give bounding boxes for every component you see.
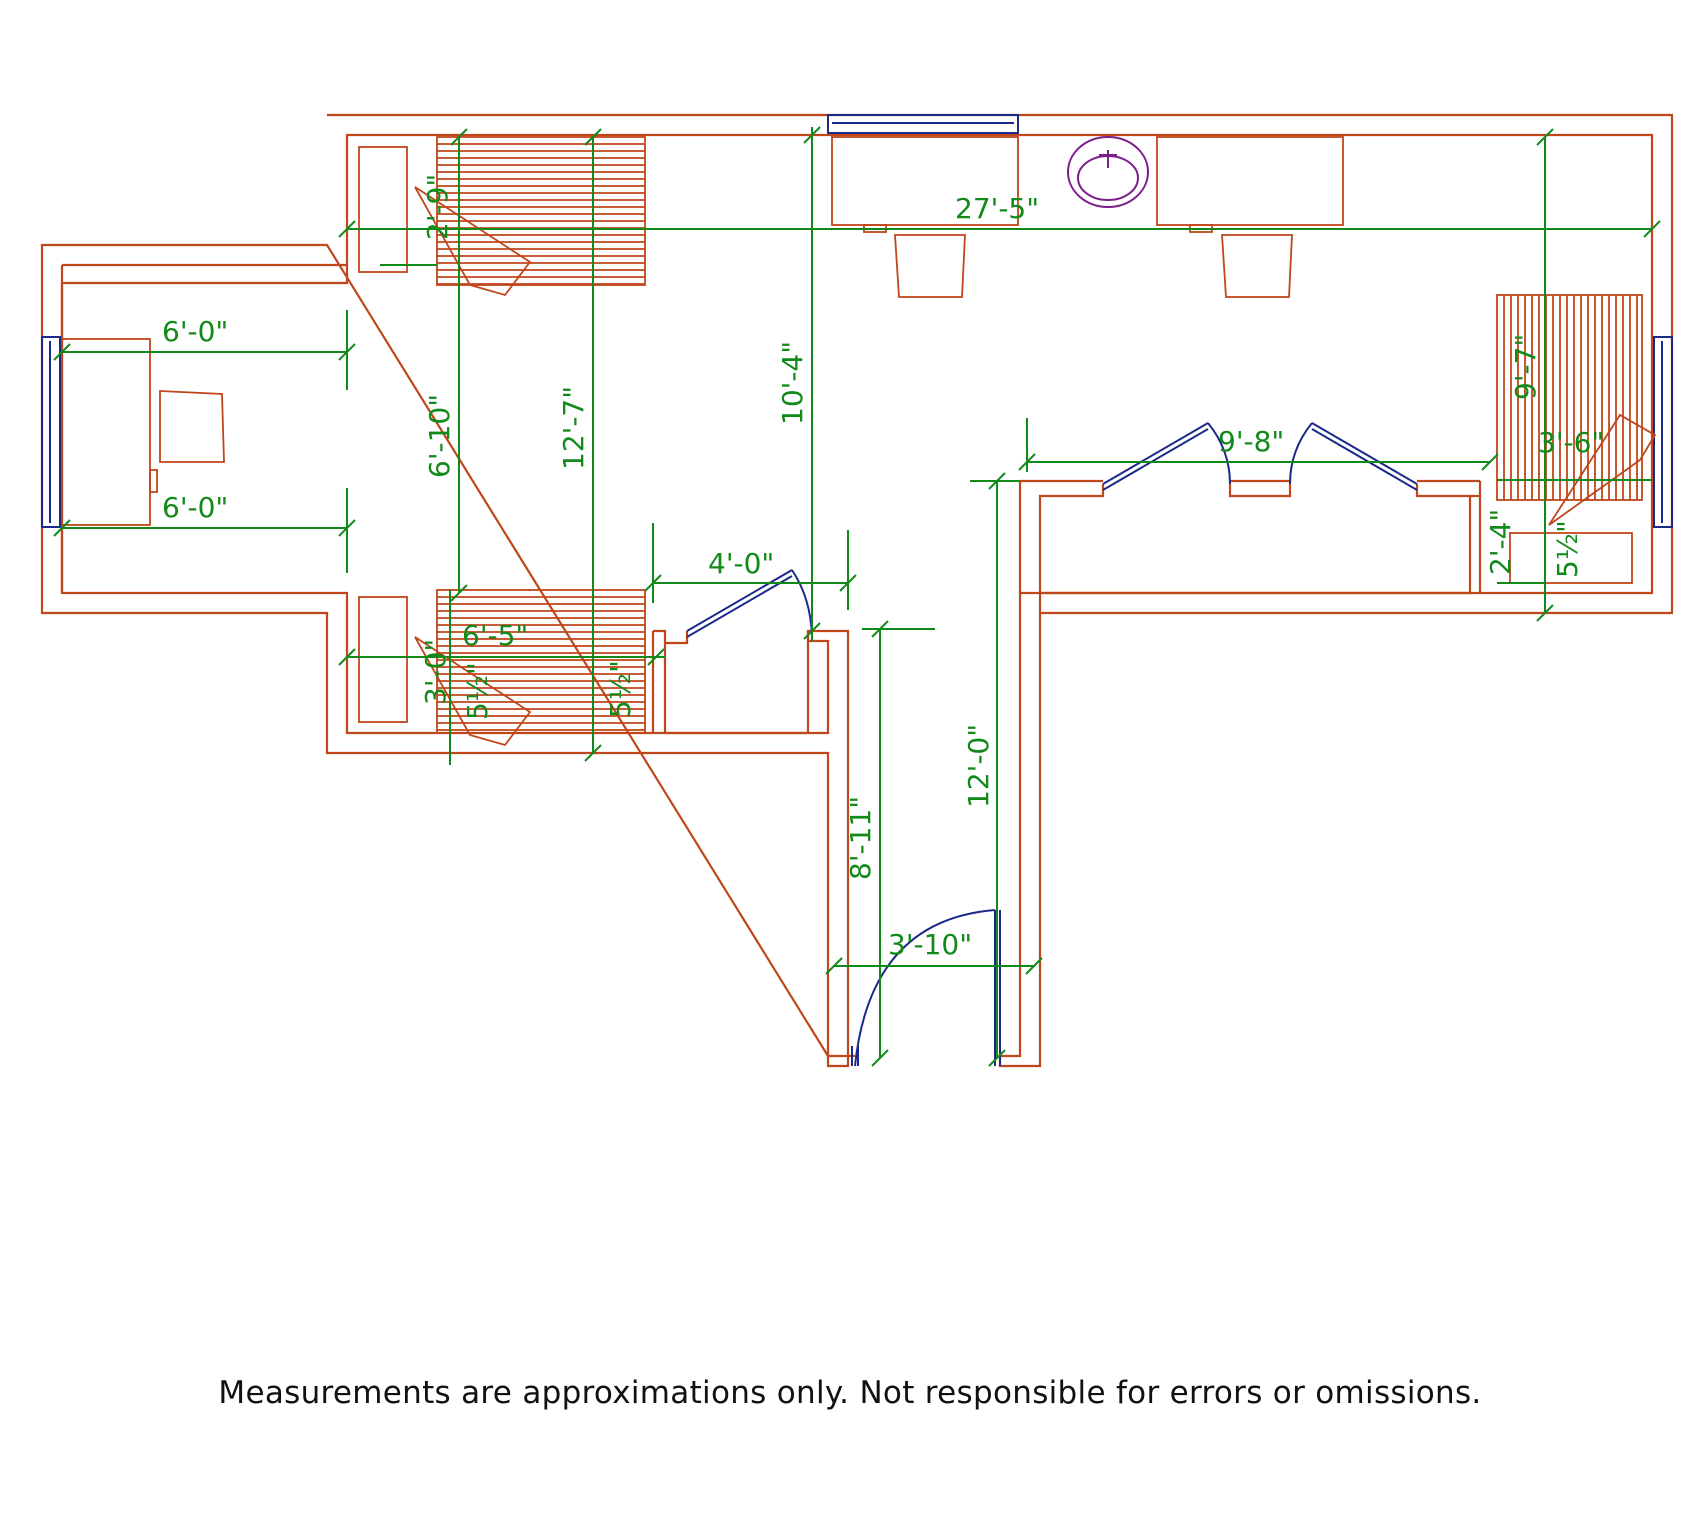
dim-right-hall-label: 12'-0"	[962, 724, 995, 808]
closet-inner	[665, 641, 810, 735]
desk-top-b	[1156, 136, 1344, 226]
window-right	[1653, 336, 1673, 528]
closet-wall	[651, 629, 810, 733]
dim-lower-bed-label: 6'-5"	[462, 619, 528, 652]
dim-left-lower-label: 6'-0"	[162, 491, 228, 524]
dim-left-upper-ticks	[53, 343, 356, 361]
disclaimer-text: Measurements are approximations only. No…	[218, 1375, 1482, 1411]
sink	[1067, 136, 1149, 208]
chair-left	[159, 390, 225, 463]
dim-closet-ticks	[644, 574, 857, 592]
dim-right-bed-ticks	[1536, 128, 1554, 622]
bed-bottom-left	[436, 589, 646, 734]
window-top	[827, 114, 1019, 134]
chair-top-b	[1221, 234, 1293, 298]
dim-right-bed-width-label: 3'-6"	[1538, 426, 1604, 459]
dim-right-hall-ticks	[988, 472, 1006, 1067]
wardrobe-door-left	[1102, 422, 1231, 491]
desk-left	[61, 338, 151, 526]
chair-top-a	[894, 234, 966, 298]
bed-bottom-left-slats	[437, 596, 645, 731]
dim-left-lower-ticks	[53, 519, 356, 537]
outer-wall	[40, 113, 1674, 1068]
dim-bedroom-depth-ticks	[584, 128, 602, 762]
dim-bed-top-label: 2'-9"	[421, 174, 454, 240]
desk-left-handle	[149, 469, 158, 493]
dim-center-depth-ticks	[803, 126, 821, 640]
dim-bedroom-depth-label: 12'-7"	[557, 386, 590, 470]
dim-right-small-label: 2'-4"	[1484, 509, 1517, 575]
wardrobe-door-right	[1289, 422, 1418, 491]
dim-right-bed-label: 9'-7"	[1509, 334, 1542, 400]
doors	[686, 422, 1418, 1067]
desk-top-a	[831, 136, 1019, 226]
dim-room-depth-label: 6'-10"	[423, 394, 456, 478]
nightstand-bottom-left	[358, 596, 408, 723]
wardrobe-inner	[1040, 496, 1472, 595]
nightstand-top-left	[358, 146, 408, 273]
dim-room-depth-ticks	[450, 128, 468, 602]
nightstand-right	[1509, 532, 1633, 584]
dim-hall-width-label: 3'-10"	[888, 928, 972, 961]
chair-top-left	[414, 186, 532, 297]
bed-right-slats	[1503, 295, 1638, 500]
window-left	[41, 336, 61, 528]
dim-lower-bed-gap-a-label: 5½"	[461, 662, 494, 720]
dim-lower-bed-width-label: 3'-0"	[419, 639, 452, 705]
dim-hall-length-label: 8'-11"	[844, 796, 877, 880]
dim-lower-bed-gap-b-label: 5½"	[604, 660, 637, 718]
chair-bottom-left	[414, 636, 532, 747]
dim-wardrobe-ticks	[1018, 453, 1499, 471]
bed-top-left-slats	[437, 143, 645, 285]
dim-lower-bed-ticks	[338, 648, 665, 666]
dim-left-upper-label: 6'-0"	[162, 315, 228, 348]
dim-overall-ticks	[338, 220, 1661, 238]
dim-hall-length-ticks	[871, 620, 889, 1067]
dimension-lines: 27'-5" 6'-0" 6'-0" 6'-10" 2'-9" 12'-7" 1…	[53, 126, 1661, 1067]
dim-closet-label: 4'-0"	[708, 547, 774, 580]
bed-right	[1496, 294, 1643, 501]
dim-overall-label: 27'-5"	[955, 192, 1039, 225]
chair-right	[1548, 413, 1657, 526]
entry-door	[851, 909, 1001, 1067]
bed-top-left	[436, 136, 646, 286]
dim-center-depth-label: 10'-4"	[776, 341, 809, 425]
dim-hall-width-ticks	[825, 957, 1043, 975]
sink-outer	[1067, 136, 1149, 208]
dim-right-small-gap-label: 5½"	[1551, 520, 1584, 578]
walls	[40, 113, 1674, 1068]
closet-door	[686, 569, 813, 642]
dim-wardrobe-label: 9'-8"	[1218, 425, 1284, 458]
furniture	[61, 136, 1657, 747]
windows	[41, 114, 1673, 528]
